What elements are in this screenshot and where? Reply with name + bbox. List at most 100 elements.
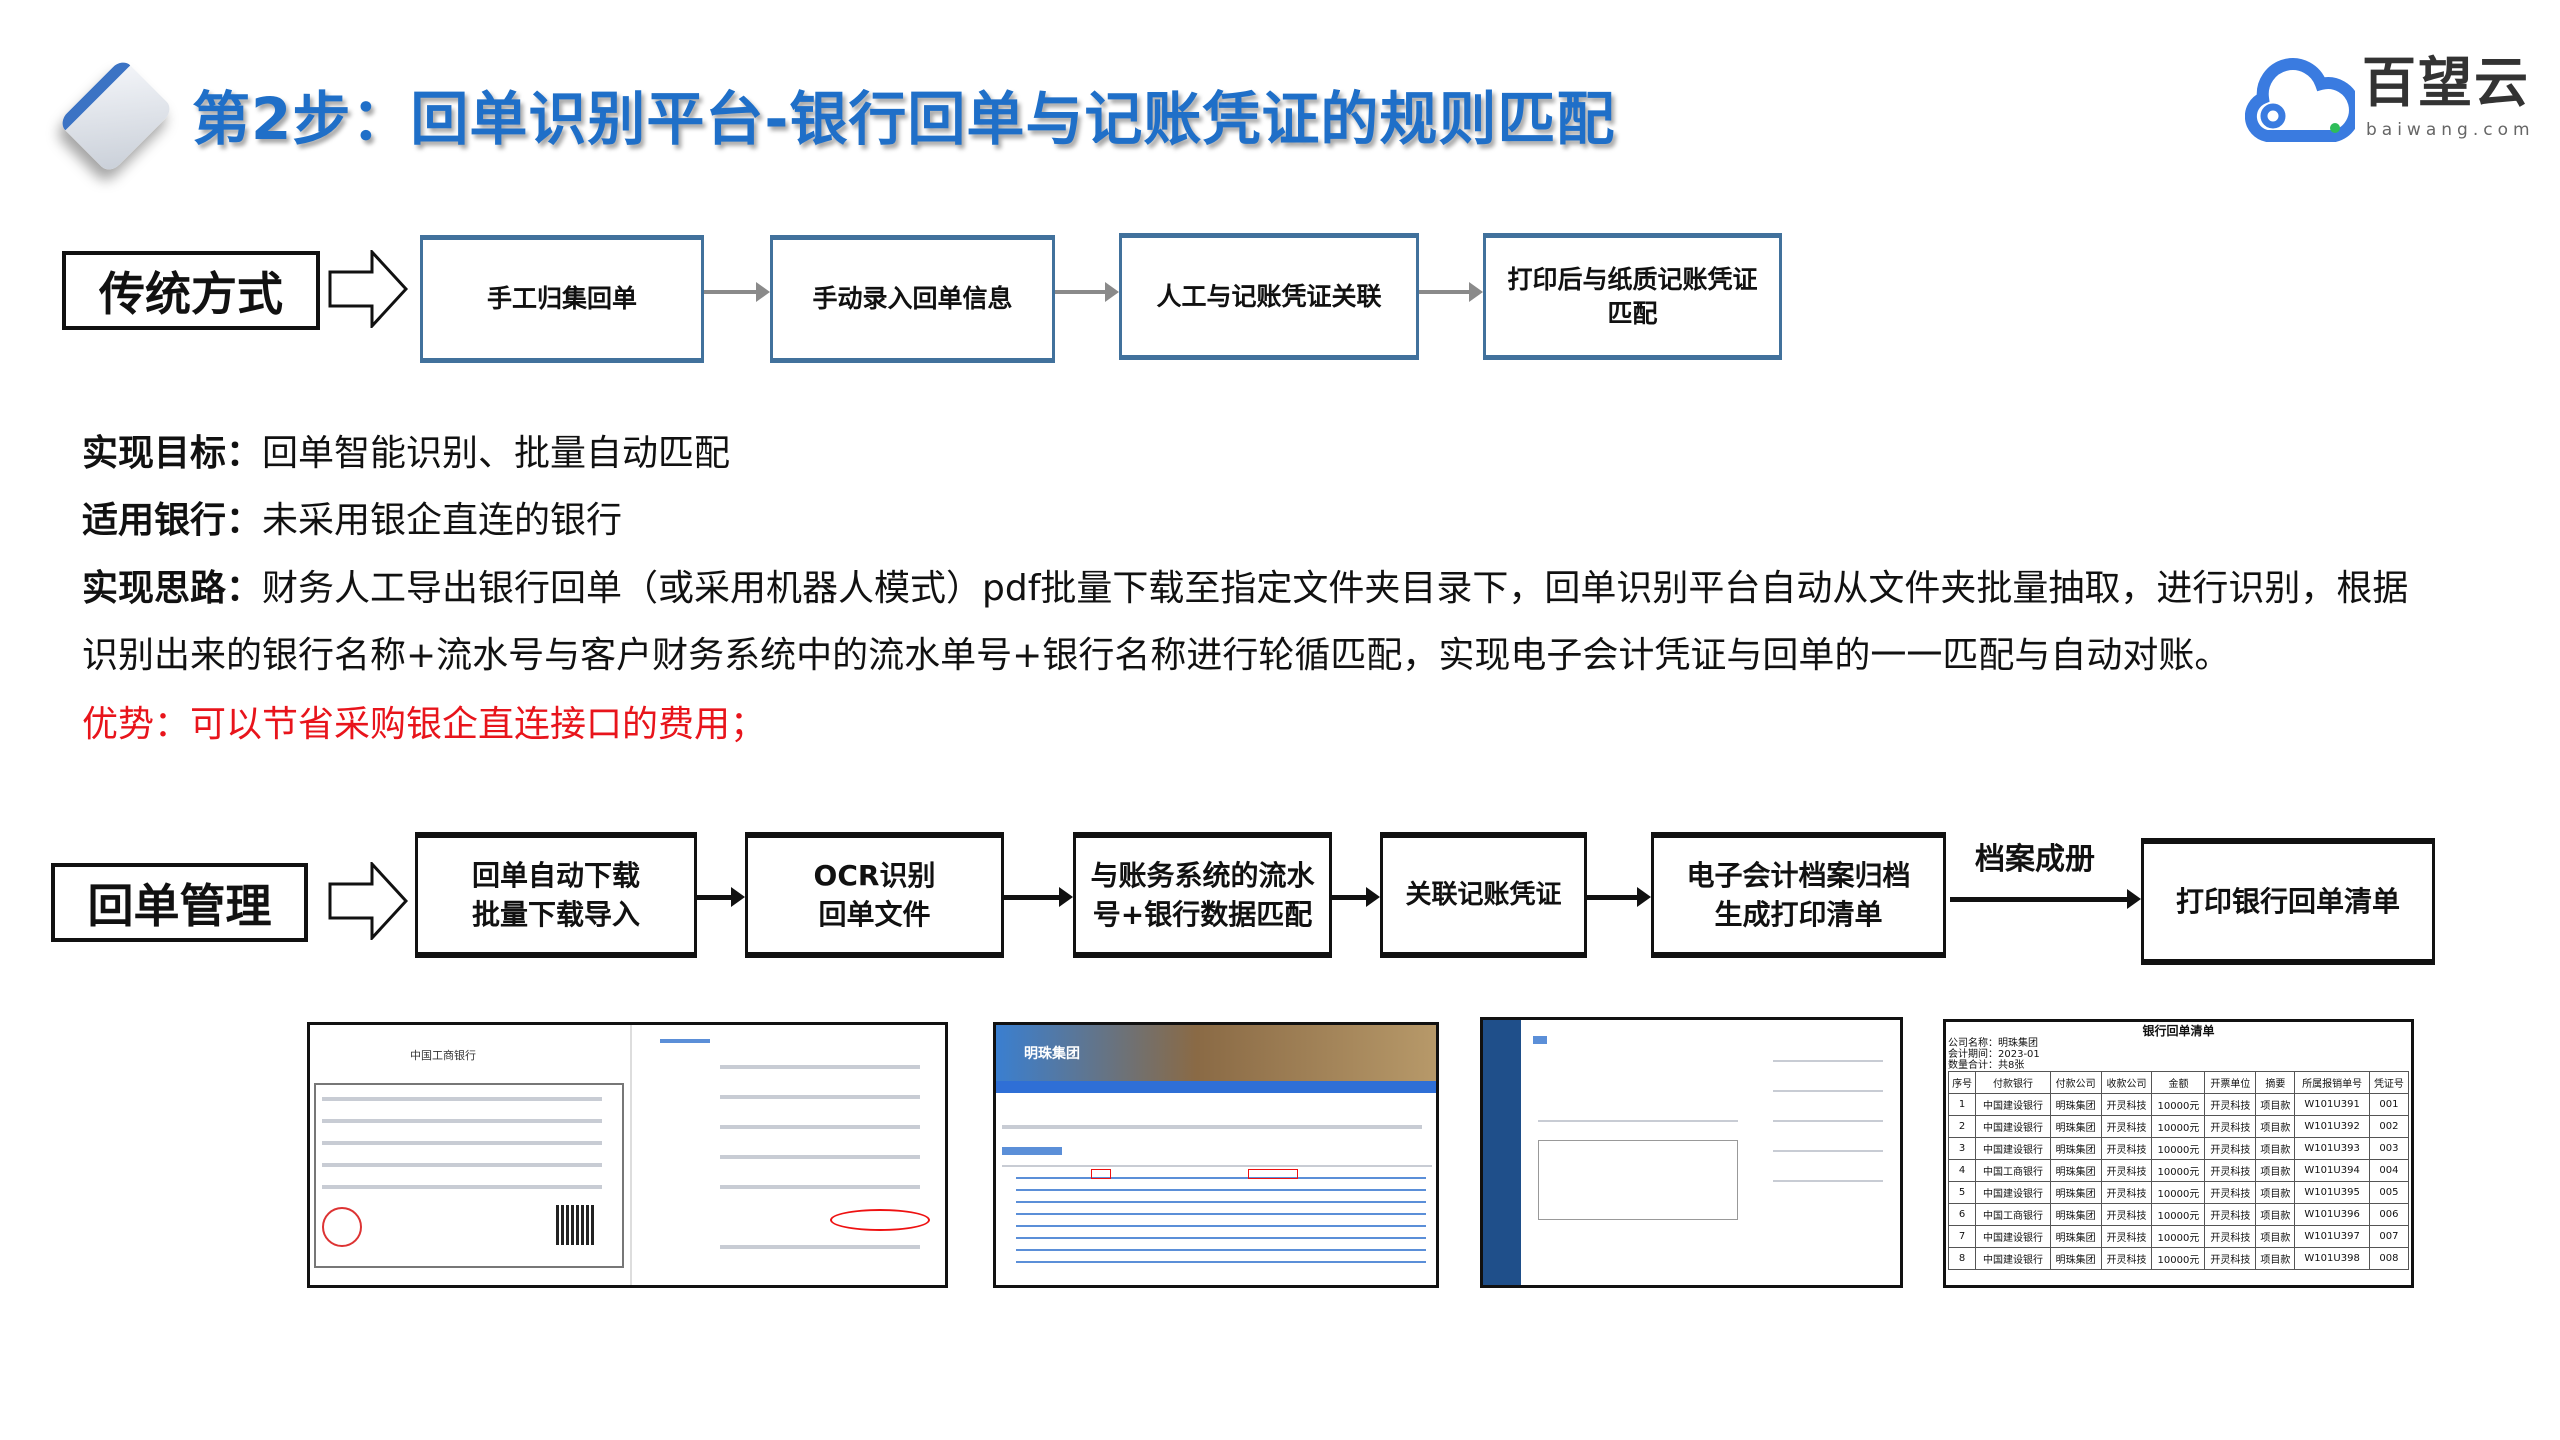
hollow-arrow-icon xyxy=(328,250,408,328)
table-cell: 10000元 xyxy=(2151,1225,2206,1248)
highlight-circle xyxy=(830,1209,930,1231)
step-line: 号+银行数据匹配 xyxy=(1092,898,1313,931)
table-cell: 4 xyxy=(1947,1159,1977,1182)
table-cell: W101U398 xyxy=(2294,1247,2370,1270)
table-cell: 1 xyxy=(1947,1093,1977,1116)
table-cell: 10000元 xyxy=(2151,1247,2206,1270)
table-cell: 中国工商银行 xyxy=(1975,1159,2051,1182)
traditional-step-2: 手动录入回单信息 xyxy=(770,235,1055,363)
hollow-arrow-icon xyxy=(328,862,408,940)
traditional-step-4: 打印后与纸质记账凭证匹配 xyxy=(1483,233,1782,360)
stamp-icon xyxy=(322,1207,362,1247)
table-cell: 中国建设银行 xyxy=(1975,1137,2051,1160)
idea-text-1: 财务人工导出银行回单（或采用机器人模式）pdf批量下载至指定文件夹目录下，回单识… xyxy=(262,568,2409,609)
table-cell: W101U394 xyxy=(2294,1159,2370,1182)
step-line: 批量下载导入 xyxy=(471,898,640,931)
table-cell: 10000元 xyxy=(2151,1115,2206,1138)
table-cell: 项目款 xyxy=(2255,1203,2296,1226)
table-cell: 明珠集团 xyxy=(2049,1203,2102,1226)
management-step-6: 打印银行回单清单 xyxy=(2141,838,2435,965)
traditional-step-1: 手工归集回单 xyxy=(420,235,704,363)
table-cell: 中国建设银行 xyxy=(1975,1247,2051,1270)
table-cell: 开灵科技 xyxy=(2100,1115,2153,1138)
list-company: 公司名称：明珠集团 xyxy=(1948,1038,2038,1049)
table-cell: W101U397 xyxy=(2294,1225,2370,1248)
bank-text: 未采用银企直连的银行 xyxy=(262,500,623,541)
table-cell: 开灵科技 xyxy=(2204,1225,2257,1248)
table-cell: 开灵科技 xyxy=(2204,1247,2257,1270)
arrow-icon xyxy=(1332,887,1380,907)
voucher-table xyxy=(1538,1140,1738,1220)
table-cell: 开灵科技 xyxy=(2204,1181,2257,1204)
arrow-icon xyxy=(704,282,770,302)
column-header: 付款银行 xyxy=(1975,1071,2051,1094)
table-cell: 开灵科技 xyxy=(2100,1225,2153,1248)
page-title: 第2步：回单识别平台-银行回单与记账凭证的规则匹配 xyxy=(192,85,1616,153)
table-cell: 8 xyxy=(1947,1247,1977,1270)
column-header: 收款公司 xyxy=(2100,1071,2153,1094)
column-header: 凭证号 xyxy=(2368,1071,2410,1094)
table-cell: 中国工商银行 xyxy=(1975,1203,2051,1226)
list-period: 会计期间：2023-01 xyxy=(1948,1049,2040,1060)
table-cell: 开灵科技 xyxy=(2100,1093,2153,1116)
management-step-2: OCR识别回单文件 xyxy=(745,832,1004,958)
portal-banner: 明珠集团 xyxy=(996,1025,1436,1081)
step-line: 回单自动下载 xyxy=(471,858,640,892)
table-cell: W101U395 xyxy=(2294,1181,2370,1204)
voucher-screenshot xyxy=(1480,1017,1903,1288)
arrow-icon xyxy=(697,887,745,907)
table-cell: 项目款 xyxy=(2255,1137,2296,1160)
cloud-logo-icon xyxy=(2245,58,2355,142)
table-cell: 明珠集团 xyxy=(2049,1247,2102,1270)
table-cell: 项目款 xyxy=(2255,1159,2296,1182)
table-cell: 005 xyxy=(2368,1181,2410,1204)
table-cell: 10000元 xyxy=(2151,1181,2206,1204)
table-cell: 007 xyxy=(2368,1225,2410,1248)
table-cell: 003 xyxy=(2368,1137,2410,1160)
table-cell: 项目款 xyxy=(2255,1247,2296,1270)
table-cell: 明珠集团 xyxy=(2049,1159,2102,1182)
arrow-icon xyxy=(1055,282,1119,302)
portal-brand: 明珠集团 xyxy=(1024,1046,1080,1062)
table-cell: 明珠集团 xyxy=(2049,1181,2102,1204)
table-cell: 006 xyxy=(2368,1203,2410,1226)
table-cell: 中国建设银行 xyxy=(1975,1225,2051,1248)
table-cell: 明珠集团 xyxy=(2049,1093,2102,1116)
traditional-label: 传统方式 xyxy=(62,251,320,330)
table-cell: 项目款 xyxy=(2255,1181,2296,1204)
title-diamond-icon xyxy=(57,57,175,175)
goal-text: 回单智能识别、批量自动匹配 xyxy=(262,433,731,474)
column-header: 序号 xyxy=(1947,1071,1977,1094)
matching-portal-screenshot: 明珠集团 xyxy=(993,1022,1439,1288)
table-cell: 项目款 xyxy=(2255,1093,2296,1116)
table-cell: 2 xyxy=(1947,1115,1977,1138)
table-cell: 中国建设银行 xyxy=(1975,1115,2051,1138)
table-cell: 项目款 xyxy=(2255,1225,2296,1248)
table-cell: 中国建设银行 xyxy=(1975,1093,2051,1116)
goal-label: 实现目标： xyxy=(82,433,263,474)
column-header: 开票单位 xyxy=(2204,1071,2257,1094)
bank-line: 适用银行：未采用银企直连的银行 xyxy=(82,491,622,543)
table-cell: 明珠集团 xyxy=(2049,1115,2102,1138)
table-cell: 开灵科技 xyxy=(2204,1203,2257,1226)
management-step-3: 与账务系统的流水号+银行数据匹配 xyxy=(1073,832,1332,958)
table-cell: 10000元 xyxy=(2151,1093,2206,1116)
list-count: 数量合计：共8张 xyxy=(1948,1060,2025,1071)
step-line: OCR识别 xyxy=(813,858,936,892)
table-cell: 开灵科技 xyxy=(2204,1159,2257,1182)
table-cell: 6 xyxy=(1947,1203,1977,1226)
table-cell: 5 xyxy=(1947,1181,1977,1204)
table-cell: 7 xyxy=(1947,1225,1977,1248)
step-line: 生成打印清单 xyxy=(1714,898,1883,931)
receipt-form xyxy=(314,1083,624,1268)
idea-label: 实现思路： xyxy=(82,568,263,609)
traditional-step-3: 人工与记账凭证关联 xyxy=(1119,233,1419,360)
table-cell: 10000元 xyxy=(2151,1203,2206,1226)
